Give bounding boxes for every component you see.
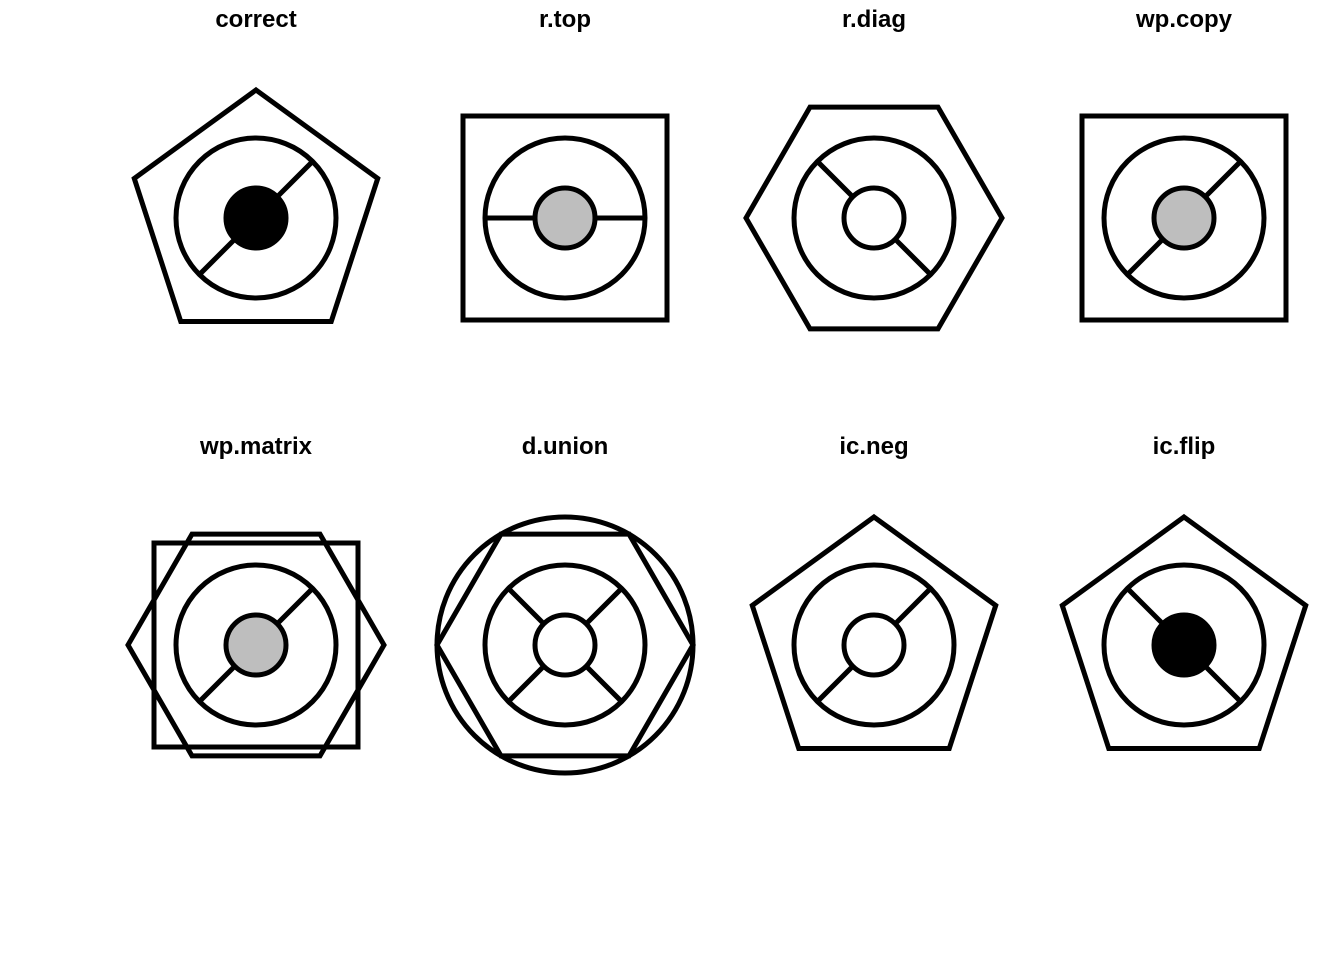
- outer-square: [151, 540, 361, 750]
- panel-d-union: d.union: [434, 433, 696, 776]
- outer-shapes: [743, 104, 1005, 332]
- panel-title: r.diag: [842, 6, 906, 33]
- panel-title: correct: [215, 6, 296, 33]
- middle-ring: [173, 135, 339, 301]
- panel-title: d.union: [522, 433, 609, 460]
- center-circle: [223, 612, 289, 678]
- outer-hexagon: [743, 104, 1005, 332]
- panel-title: ic.flip: [1153, 433, 1216, 460]
- panel-r-top: r.top: [460, 6, 670, 323]
- outer-pentagon: [131, 86, 381, 325]
- center-circle: [532, 612, 598, 678]
- center-circle: [1151, 612, 1217, 678]
- center-circle: [223, 185, 289, 251]
- outer-shapes: [460, 113, 670, 323]
- panel-title: ic.neg: [839, 433, 908, 460]
- outer-shapes: [434, 514, 696, 776]
- panel-wp-matrix: wp.matrix: [125, 433, 387, 759]
- middle-ring: [482, 562, 648, 728]
- panel-r-diag: r.diag: [743, 6, 1005, 332]
- middle-ring: [791, 135, 957, 301]
- outer-shapes: [1079, 113, 1289, 323]
- middle-ring: [1101, 135, 1267, 301]
- outer-shapes: [749, 513, 999, 752]
- outer-shapes: [1059, 513, 1309, 752]
- center-circle: [841, 612, 907, 678]
- panel-title: wp.matrix: [199, 433, 313, 460]
- panel-ic-neg: ic.neg: [749, 433, 999, 752]
- center-circle: [841, 185, 907, 251]
- panel-correct: correct: [131, 6, 381, 325]
- outer-pentagon: [1059, 513, 1309, 752]
- outer-square: [460, 113, 670, 323]
- outer-shapes: [131, 86, 381, 325]
- outer-shapes: [125, 531, 387, 759]
- middle-ring: [1101, 562, 1267, 728]
- outer-hexagon: [125, 531, 387, 759]
- center-circle: [1151, 185, 1217, 251]
- panel-ic-flip: ic.flip: [1059, 433, 1309, 752]
- middle-ring: [791, 562, 957, 728]
- panel-title: r.top: [539, 6, 591, 33]
- outer-hexagon: [434, 531, 696, 759]
- center-circle: [532, 185, 598, 251]
- outer-pentagon: [749, 513, 999, 752]
- panel-wp-copy: wp.copy: [1079, 6, 1289, 323]
- panel-title: wp.copy: [1135, 6, 1233, 33]
- middle-ring: [173, 562, 339, 728]
- outer-square: [1079, 113, 1289, 323]
